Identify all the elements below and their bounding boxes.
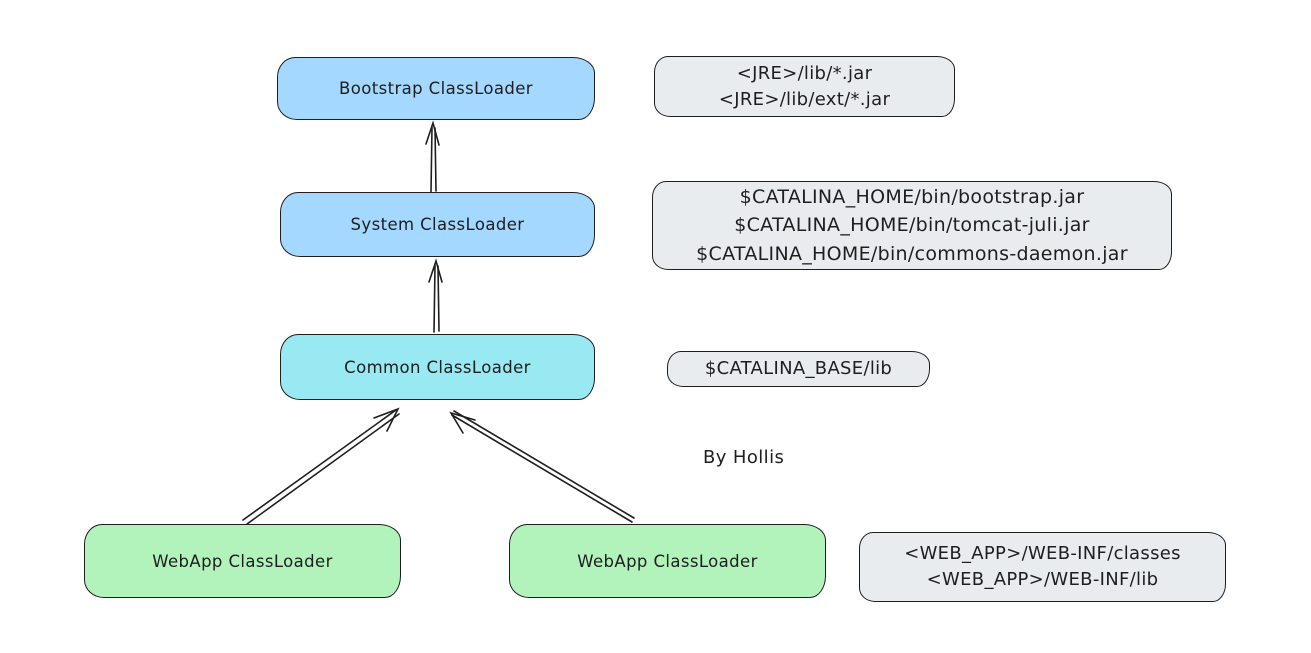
annotation-line: $CATALINA_BASE/lib [704, 358, 893, 380]
arrow-webapp-right-to-common [449, 410, 635, 523]
annotation-catalina-home-paths: $CATALINA_HOME/bin/bootstrap.jar $CATALI… [652, 181, 1172, 270]
annotation-line: $CATALINA_HOME/bin/commons-daemon.jar [696, 242, 1128, 265]
node-webapp-classloader-right: WebApp ClassLoader [509, 524, 826, 598]
node-system-classloader: System ClassLoader [280, 192, 595, 257]
annotation-line: <JRE>/lib/*.jar [736, 62, 873, 84]
annotation-line: <JRE>/lib/ext/*.jar [718, 88, 891, 110]
credit-text: By Hollis [703, 447, 785, 468]
annotation-line: $CATALINA_HOME/bin/tomcat-juli.jar [734, 214, 1090, 237]
annotation-catalina-base-path: $CATALINA_BASE/lib [667, 351, 930, 387]
node-webapp-right-label: WebApp ClassLoader [577, 551, 758, 571]
node-system-label: System ClassLoader [350, 215, 525, 234]
annotation-line: $CATALINA_HOME/bin/bootstrap.jar [739, 185, 1085, 208]
node-common-classloader: Common ClassLoader [280, 334, 595, 400]
annotation-jre-paths: <JRE>/lib/*.jar <JRE>/lib/ext/*.jar [654, 56, 955, 117]
node-webapp-left-label: WebApp ClassLoader [152, 551, 333, 571]
annotation-line: <WEB_APP>/WEB-INF/lib [926, 569, 1159, 590]
node-bootstrap-classloader: Bootstrap ClassLoader [277, 57, 595, 120]
node-webapp-classloader-left: WebApp ClassLoader [84, 524, 401, 598]
node-bootstrap-label: Bootstrap ClassLoader [339, 79, 533, 98]
arrow-webapp-left-to-common [242, 407, 400, 525]
annotation-webapp-paths: <WEB_APP>/WEB-INF/classes <WEB_APP>/WEB-… [859, 532, 1226, 602]
annotation-line: <WEB_APP>/WEB-INF/classes [904, 543, 1181, 565]
node-common-label: Common ClassLoader [344, 357, 531, 377]
arrow-system-to-bootstrap [425, 120, 440, 193]
arrow-common-to-system [428, 258, 443, 333]
